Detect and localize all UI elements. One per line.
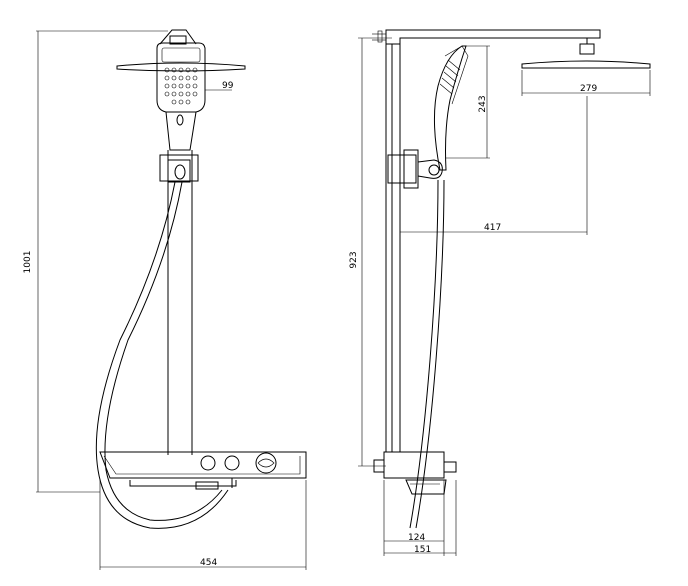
rain-shower-head-side xyxy=(521,60,651,69)
side-depth-dimensions: 124 151 xyxy=(383,480,457,556)
slide-holder-side xyxy=(387,149,443,189)
riser-pole-side xyxy=(385,44,401,452)
front-view: 1001 99 xyxy=(23,29,307,570)
dim-923-label: 923 xyxy=(349,251,359,268)
dim-1001-label: 1001 xyxy=(23,251,33,274)
shelf-valve-front xyxy=(99,451,307,490)
hose-front xyxy=(95,181,229,529)
hand-shower-dimension: 243 xyxy=(446,45,490,159)
rain-head-dimension: 279 xyxy=(521,70,651,96)
side-height-dimension: 923 xyxy=(349,37,392,467)
dim-279-label: 279 xyxy=(580,84,597,94)
front-height-dimension: 1001 xyxy=(23,30,168,493)
rain-shower-head-front xyxy=(116,29,246,72)
front-width-dimension: 454 xyxy=(99,480,307,570)
dim-124-label: 124 xyxy=(408,533,425,543)
dim-454-label: 454 xyxy=(200,558,217,568)
dim-99-label: 99 xyxy=(222,81,234,91)
dim-151-label: 151 xyxy=(414,545,431,555)
overhead-arm-side xyxy=(372,29,601,55)
hand-shower-side xyxy=(433,45,469,171)
riser-pole-front xyxy=(167,150,193,455)
nozzle-pattern xyxy=(164,67,198,105)
dim-417-label: 417 xyxy=(484,223,501,233)
shelf-valve-side xyxy=(373,451,457,495)
hand-shower-front: 99 xyxy=(156,42,234,151)
arm-reach-dimension: 417 xyxy=(400,96,588,235)
hose-side xyxy=(409,179,445,529)
side-view: 923 279 xyxy=(349,29,651,556)
dim-243-label: 243 xyxy=(478,95,488,112)
